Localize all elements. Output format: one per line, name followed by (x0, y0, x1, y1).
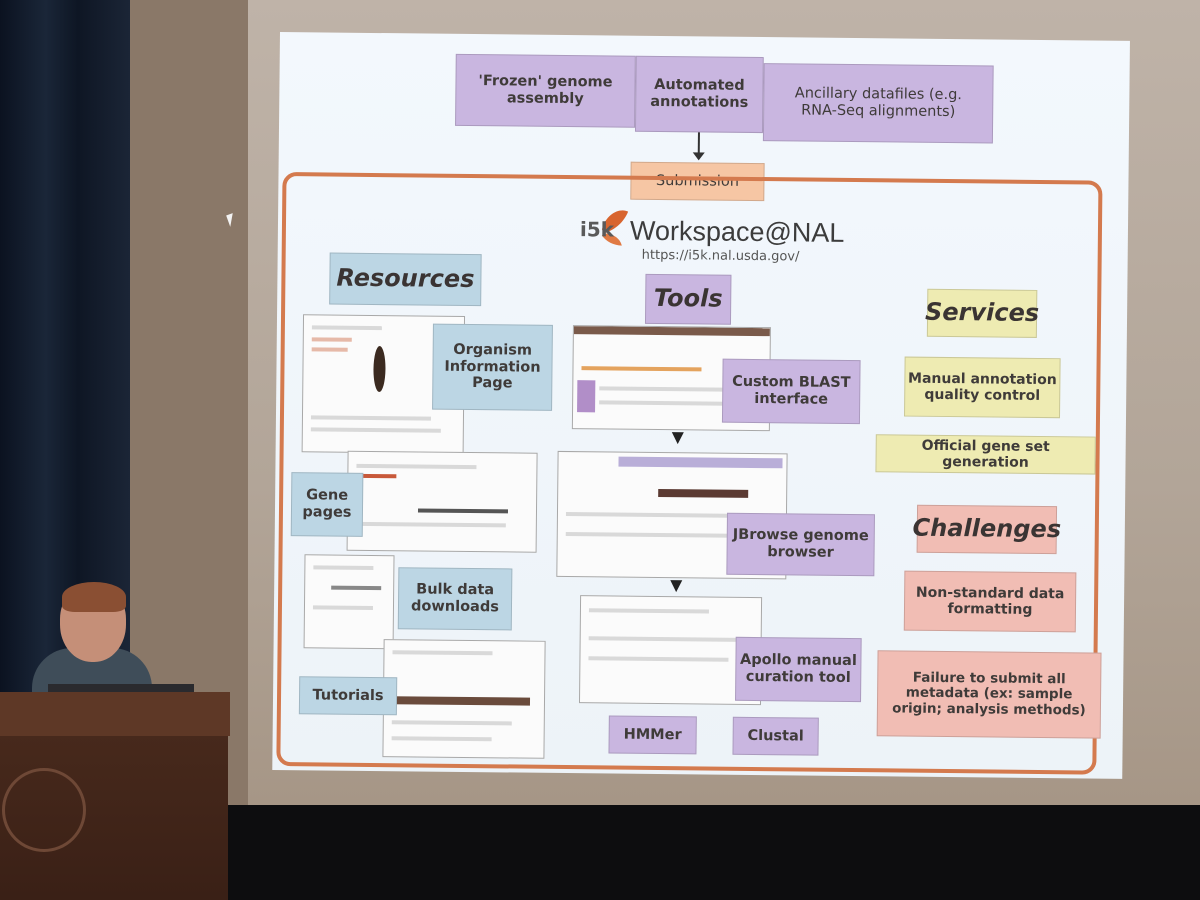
resources-heading: Resources (329, 252, 482, 307)
automated-annotations-label: Automated annotations (650, 77, 749, 111)
automated-annotations-box: Automated annotations (634, 55, 764, 134)
arrow-to-submission (697, 132, 700, 155)
organism-info-box: Organism Information Page (432, 323, 553, 411)
resources-heading-text: Resources (336, 263, 475, 294)
official-gene-set-box: Official gene set generation (875, 434, 1096, 475)
hmmer-box: HMMer (608, 715, 697, 755)
arrow-head-submission (692, 152, 705, 161)
frozen-assembly-label: 'Frozen' genome assembly (478, 73, 613, 108)
nonstandard-data-label: Non-standard data formatting (915, 584, 1065, 618)
clustal-box: Clustal (732, 716, 819, 756)
workspace-url: https://i5k.nal.usda.gov/ (641, 247, 800, 265)
frozen-assembly-box: 'Frozen' genome assembly (455, 53, 636, 128)
tools-heading-text: Tools (653, 284, 723, 313)
jbrowse-box: JBrowse genome browser (726, 512, 875, 577)
butterfly-icon (601, 210, 629, 246)
i5k-logo-text: i5k (579, 217, 615, 242)
blast-interface-box: Custom BLAST interface (721, 358, 861, 425)
presenter-hair (62, 582, 126, 612)
gene-page-screenshot (346, 450, 538, 553)
bulk-data-label: Bulk data downloads (411, 581, 499, 616)
nonstandard-data-box: Non-standard data formatting (903, 570, 1077, 633)
hmmer-label: HMMer (623, 726, 682, 743)
tutorials-screenshot (382, 639, 546, 759)
metadata-failure-label: Failure to submit all metadata (ex: samp… (892, 669, 1086, 719)
organism-info-label: Organism Information Page (444, 341, 541, 392)
challenges-heading-text: Challenges (912, 513, 1062, 544)
i5k-logo: i5k (580, 207, 632, 248)
clustal-label: Clustal (747, 727, 804, 745)
presentation-slide: 'Frozen' genome assembly Automated annot… (272, 32, 1130, 779)
tutorials-box: Tutorials (298, 676, 398, 716)
services-heading: Services (924, 288, 1040, 338)
manual-annotation-label: Manual annotation quality control (907, 370, 1057, 404)
jbrowse-label: JBrowse genome browser (732, 527, 869, 561)
services-heading-text: Services (924, 297, 1040, 328)
gene-pages-box: Gene pages (290, 472, 364, 537)
bulk-data-box: Bulk data downloads (397, 567, 513, 631)
tools-heading: Tools (644, 273, 732, 325)
ancillary-datafiles-box: Ancillary datafiles (e.g. RNA-Seq alignm… (762, 63, 994, 144)
arrow-jbrowse-to-apollo (670, 580, 683, 593)
apollo-label: Apollo manual curation tool (739, 652, 857, 687)
blast-interface-label: Custom BLAST interface (732, 374, 851, 408)
metadata-failure-box: Failure to submit all metadata (ex: samp… (876, 650, 1102, 739)
manual-annotation-box: Manual annotation quality control (904, 356, 1061, 419)
arrow-blast-to-jbrowse (671, 432, 684, 445)
ancillary-datafiles-label: Ancillary datafiles (e.g. RNA-Seq alignm… (794, 85, 963, 121)
gene-pages-label: Gene pages (302, 487, 352, 521)
tutorials-label: Tutorials (312, 687, 384, 704)
official-gene-set-label: Official gene set generation (921, 437, 1050, 471)
apollo-box: Apollo manual curation tool (735, 636, 862, 703)
university-seal-icon (2, 768, 86, 852)
bulk-download-screenshot (303, 554, 395, 650)
workspace-title: Workspace@NAL (629, 215, 845, 248)
challenges-heading: Challenges (912, 504, 1061, 555)
podium-top (0, 692, 230, 736)
